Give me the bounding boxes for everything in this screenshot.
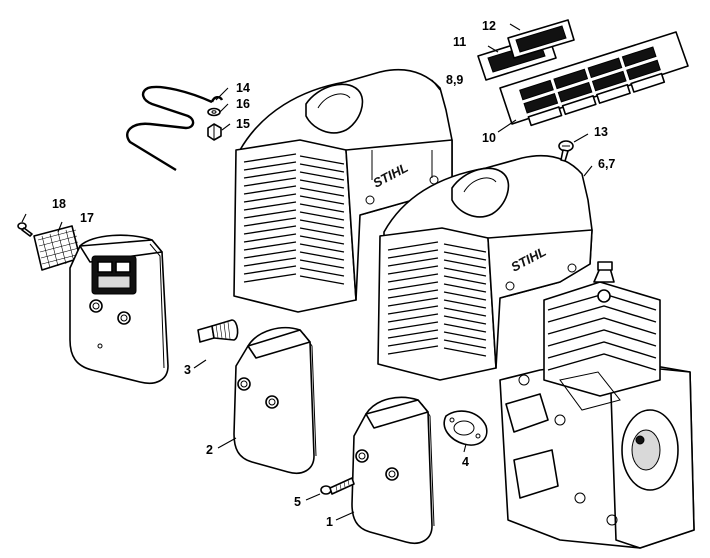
leader-lines: [21, 23, 593, 521]
spark-arrestor-item-3: [197, 319, 239, 343]
callout-13: 13: [594, 125, 608, 139]
shroud-item-6-7: [377, 154, 593, 381]
washer-item-16: [207, 107, 221, 117]
gasket-item-4: [443, 410, 488, 446]
muffler-item-1: [351, 396, 435, 544]
screw-item-13: [558, 140, 574, 162]
callout-18: 18: [52, 197, 66, 211]
callout-10: 10: [482, 131, 496, 145]
screw-item-18: [17, 222, 33, 237]
callout-8-9: 8,9: [446, 73, 463, 87]
decal-sheet-item-10: [499, 31, 689, 127]
callout-6-7: 6,7: [598, 157, 615, 171]
wire-retainer-item-14: [126, 85, 224, 172]
callout-16: 16: [236, 97, 250, 111]
nut-item-15: [207, 123, 222, 141]
muffler-item-2: [233, 326, 317, 474]
decal-item-12: [507, 19, 575, 59]
callout-15: 15: [236, 117, 250, 131]
screw-item-5: [320, 477, 355, 495]
callout-17: 17: [80, 211, 94, 225]
callout-1: 1: [326, 515, 333, 529]
callout-2: 2: [206, 443, 213, 457]
callout-11: 11: [453, 35, 466, 49]
callout-3: 3: [184, 363, 191, 377]
engine-assembly: [499, 261, 695, 549]
callout-5: 5: [294, 495, 301, 509]
shroud-item-8-9: [233, 68, 453, 313]
callout-12: 12: [482, 19, 496, 33]
callout-14: 14: [236, 81, 250, 95]
muffler-with-screen: [69, 234, 169, 384]
callout-4: 4: [462, 455, 469, 469]
